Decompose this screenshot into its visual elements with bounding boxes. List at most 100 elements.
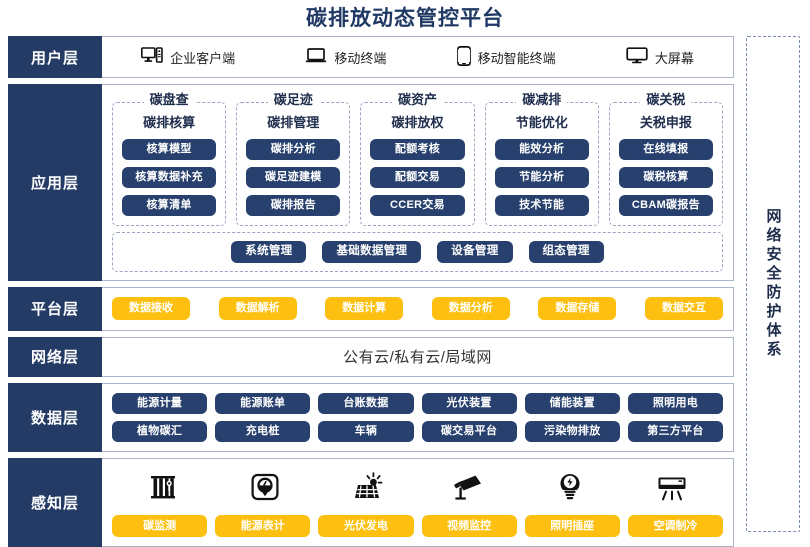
layer-row-platform: 平台层 数据接收 数据解析 数据计算 数据分析 数据存储 数据交互 — [8, 286, 734, 331]
user-item-large-screen[interactable]: 大屏幕 — [626, 47, 694, 67]
application-common-services: 系统管理 基础数据管理 设备管理 组态管理 — [112, 232, 723, 272]
user-item-smart-mobile-terminal[interactable]: 移动智能终端 — [456, 45, 556, 69]
layer-body-data: 能源计量 能源账单 台账数据 光伏装置 储能装置 照明用电 植物碳汇 充电桩 车… — [102, 384, 733, 451]
desktop-tower-icon — [141, 47, 163, 67]
user-item-label: 移动智能终端 — [477, 50, 556, 66]
sense-item-button[interactable]: 能源表计 — [215, 514, 311, 537]
app-group-title: 关税申报 — [639, 115, 692, 130]
app-item-button[interactable]: 能效分析 — [494, 139, 589, 160]
layer-body-network: 公有云/私有云/局域网 — [102, 338, 733, 376]
layer-row-data: 数据层 能源计量 能源账单 台账数据 光伏装置 储能装置 照明用电 植物碳汇 充… — [8, 382, 734, 452]
app-item-button[interactable]: 碳排报告 — [246, 195, 341, 216]
platform-item-button[interactable]: 数据分析 — [431, 297, 510, 320]
app-column-box: 碳排管理 碳排分析 碳足迹建模 碳排报告 — [236, 102, 351, 226]
common-service-button[interactable]: 系统管理 — [231, 241, 307, 263]
common-service-button[interactable]: 组态管理 — [528, 241, 604, 263]
layer-label-application: 应用层 — [8, 84, 102, 281]
user-item-label: 企业客户端 — [170, 50, 236, 66]
app-item-button[interactable]: 碳税核算 — [618, 167, 714, 188]
app-item-button[interactable]: 配额考核 — [370, 139, 465, 160]
layer-label-user: 用户层 — [8, 36, 102, 78]
data-item-button[interactable]: 光伏装置 — [421, 392, 517, 414]
app-item-button[interactable]: 碳足迹建模 — [246, 167, 341, 188]
app-group-title: 碳排放权 — [391, 115, 444, 130]
data-item-button[interactable]: 能源账单 — [215, 392, 311, 414]
large-screen-icon — [626, 47, 648, 67]
layer-body-platform: 数据接收 数据解析 数据计算 数据分析 数据存储 数据交互 — [102, 288, 733, 330]
app-column-box: 节能优化 能效分析 节能分析 技术节能 — [484, 102, 599, 226]
cctv-camera-icon — [450, 470, 486, 509]
sense-item-button[interactable]: 光伏发电 — [318, 514, 414, 537]
platform-item-button[interactable]: 数据计算 — [325, 297, 404, 320]
data-item-button[interactable]: 台账数据 — [318, 392, 414, 414]
sense-icon-row — [112, 467, 723, 509]
data-item-button[interactable]: 污染物排放 — [524, 420, 620, 442]
laptop-icon — [305, 47, 327, 67]
app-column-carbon-reduction: 碳减排 节能优化 能效分析 节能分析 技术节能 — [484, 92, 599, 226]
smartphone-icon — [456, 45, 471, 69]
security-sidebar-label: 网络安全防护体系 — [764, 208, 782, 360]
app-column-box: 关税申报 在线填报 碳税核算 CBAM碳报告 — [608, 102, 724, 226]
app-item-button[interactable]: 配额交易 — [370, 167, 465, 188]
app-item-button[interactable]: 核算模型 — [122, 139, 217, 160]
app-item-button[interactable]: CBAM碳报告 — [618, 195, 714, 216]
platform-item-button[interactable]: 数据接收 — [112, 297, 190, 320]
sense-item-button[interactable]: 碳监测 — [112, 514, 208, 537]
layer-row-network: 网络层 公有云/私有云/局域网 — [8, 336, 734, 377]
user-item-label: 移动终端 — [334, 50, 387, 66]
app-group-title: 节能优化 — [515, 115, 568, 130]
platform-item-button[interactable]: 数据解析 — [218, 297, 297, 320]
sense-tag-row: 碳监测 能源表计 光伏发电 视频监控 照明插座 空调制冷 — [112, 514, 724, 537]
data-item-button[interactable]: 照明用电 — [627, 392, 724, 414]
layer-row-application: 应用层 碳盘查 碳排核算 核算模型 核算数据补充 核算清单 — [8, 84, 734, 281]
app-item-button[interactable]: 在线填报 — [618, 139, 714, 160]
data-item-button[interactable]: 车辆 — [318, 420, 414, 442]
network-text: 公有云/私有云/局域网 — [343, 349, 492, 366]
app-column-carbon-footprint: 碳足迹 碳排管理 碳排分析 碳足迹建模 碳排报告 — [236, 92, 351, 226]
app-column-box: 碳排放权 配额考核 配额交易 CCER交易 — [360, 102, 475, 226]
layer-label-sense: 感知层 — [8, 457, 102, 547]
data-item-button[interactable]: 碳交易平台 — [421, 420, 517, 442]
sense-item-button[interactable]: 照明插座 — [524, 514, 620, 537]
user-item-enterprise-client[interactable]: 企业客户端 — [141, 47, 235, 67]
common-service-button[interactable]: 设备管理 — [437, 241, 513, 263]
layer-body-application: 碳盘查 碳排核算 核算模型 核算数据补充 核算清单 碳足迹 — [102, 85, 733, 280]
app-group-title: 碳排核算 — [143, 115, 196, 130]
layer-label-platform: 平台层 — [8, 286, 102, 331]
layer-body-sense: 碳监测 能源表计 光伏发电 视频监控 照明插座 空调制冷 — [102, 459, 733, 546]
platform-item-button[interactable]: 数据交互 — [644, 297, 723, 320]
data-item-button[interactable]: 储能装置 — [524, 392, 620, 414]
solar-panel-icon — [349, 470, 385, 509]
energy-meter-icon — [248, 470, 282, 509]
app-column-carbon-inventory: 碳盘查 碳排核算 核算模型 核算数据补充 核算清单 — [112, 92, 227, 226]
security-sidebar: 网络安全防护体系 — [746, 36, 800, 532]
app-item-button[interactable]: 核算数据补充 — [122, 167, 217, 188]
common-service-button[interactable]: 基础数据管理 — [322, 241, 422, 263]
layer-label-network: 网络层 — [8, 336, 102, 377]
app-item-button[interactable]: CCER交易 — [370, 195, 465, 216]
layer-row-user: 用户层 企业客户端 — [8, 36, 734, 78]
user-item-mobile-terminal[interactable]: 移动终端 — [305, 47, 386, 67]
app-column-box: 碳排核算 核算模型 核算数据补充 核算清单 — [112, 102, 227, 226]
app-group-title: 碳排管理 — [267, 115, 320, 130]
page-title: 碳排放动态管控平台 — [306, 7, 504, 30]
app-item-button[interactable]: 碳排分析 — [246, 139, 341, 160]
lightbulb-socket-icon — [555, 470, 585, 509]
sense-item-button[interactable]: 视频监控 — [421, 514, 517, 537]
sense-item-button[interactable]: 空调制冷 — [627, 514, 724, 537]
application-columns: 碳盘查 碳排核算 核算模型 核算数据补充 核算清单 碳足迹 — [112, 92, 724, 226]
layer-row-sense: 感知层 — [8, 457, 734, 547]
data-item-button[interactable]: 能源计量 — [112, 392, 208, 414]
data-item-button[interactable]: 植物碳汇 — [112, 420, 208, 442]
layer-stack: 用户层 企业客户端 — [8, 36, 734, 547]
platform-item-button[interactable]: 数据存储 — [538, 297, 617, 320]
data-item-button[interactable]: 第三方平台 — [627, 420, 724, 442]
app-item-button[interactable]: 节能分析 — [494, 167, 589, 188]
carbon-monitor-icon — [146, 470, 180, 509]
data-item-button[interactable]: 充电桩 — [215, 420, 311, 442]
air-conditioner-icon — [654, 472, 690, 509]
app-item-button[interactable]: 核算清单 — [122, 195, 217, 216]
layer-label-data: 数据层 — [8, 382, 102, 452]
app-item-button[interactable]: 技术节能 — [494, 195, 589, 216]
